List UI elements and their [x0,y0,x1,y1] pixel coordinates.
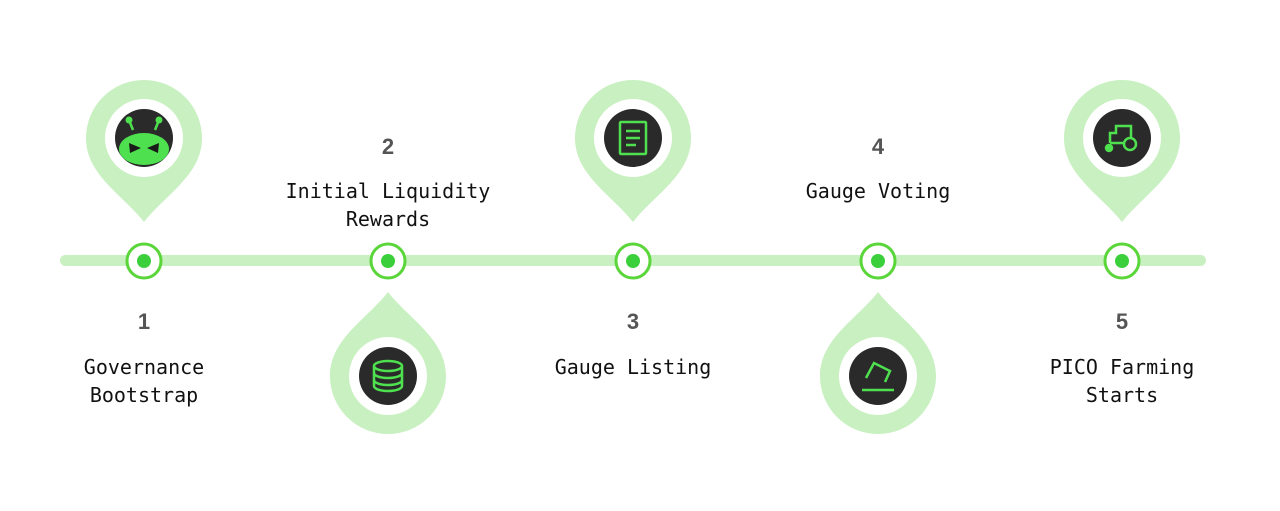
coin-stack-icon [372,359,404,393]
step-5-number: 5 [1115,309,1129,334]
alien-face-icon [119,116,169,165]
step-5-label: PICO Farming Starts [1049,355,1195,407]
ballot-box-icon [862,361,894,392]
step-2-label: Initial Liquidity Rewards [285,179,491,231]
tractor-icon [1104,124,1138,153]
step-1-label: Governance Bootstrap [83,355,205,407]
pin-step-1 [86,80,202,223]
step-3-number: 3 [626,309,640,334]
timeline-node-1 [125,242,163,280]
step-3-label: Gauge Listing [554,355,712,379]
pin-step-5 [1064,80,1180,222]
timeline-node-2 [369,242,407,280]
timeline-node-3 [614,242,652,280]
timeline-node-4 [859,242,897,280]
pin-step-2 [330,292,446,434]
pin-step-3 [575,80,691,222]
pin-step-4 [820,292,936,434]
timeline-node-5 [1103,242,1141,280]
step-4-number: 4 [871,134,885,159]
step-2-number: 2 [381,134,395,159]
step-1-number: 1 [137,309,151,334]
step-4-label: Gauge Voting [805,179,951,203]
document-icon [618,120,648,156]
